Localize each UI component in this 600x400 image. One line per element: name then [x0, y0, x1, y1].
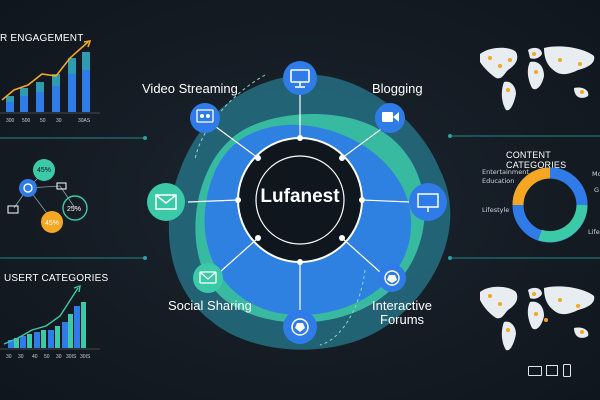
people-screen-icon [190, 103, 220, 133]
tick: 30AS [78, 118, 91, 124]
laptop-icon [528, 366, 542, 376]
bubble [33, 159, 55, 181]
tick: 30 [56, 354, 62, 360]
label-lifestyle: Lifestyle [482, 206, 510, 214]
tick: 500 [22, 118, 31, 124]
label-interactive-forums-1: Interactive [372, 298, 432, 313]
label-blogging: Blogging [372, 81, 423, 96]
world-map-top [480, 46, 595, 111]
label-video-streaming: Video Streaming [142, 81, 238, 96]
bubble [41, 211, 63, 233]
bubble-graphic: 45% 25% 45% [7, 159, 88, 233]
label-entertainment: Entertainment [482, 168, 529, 176]
label-interactive-forums-2: Forums [380, 312, 425, 327]
tick: 50 [44, 354, 50, 360]
presentation-icon [409, 183, 447, 221]
bar [48, 330, 54, 348]
label-social-sharing: Social Sharing [168, 298, 252, 313]
phone-icon [563, 364, 571, 377]
tick: 40 [32, 354, 38, 360]
tick: 300 [6, 118, 15, 124]
user-categories-title: USERT CATEGORIES [4, 273, 109, 284]
message-icon [193, 263, 223, 293]
bar [8, 340, 14, 348]
bar [20, 336, 26, 348]
bubble-value: 25% [67, 206, 81, 213]
bar [34, 332, 40, 348]
label-life: Life [588, 228, 600, 236]
label-mo: Mo [592, 170, 600, 178]
tick: 30IS [66, 354, 77, 360]
world-map-bottom [480, 286, 595, 351]
bar [62, 322, 68, 348]
tick: 30 [18, 354, 24, 360]
tick: 30IS [80, 354, 91, 360]
tick: 30 [6, 354, 12, 360]
label-g: G [594, 186, 600, 194]
bubble [62, 195, 88, 221]
hub-title: Lufanest [260, 186, 340, 207]
envelope-icon [147, 183, 185, 221]
bubble-value: 45% [37, 167, 51, 174]
label-education: Education [482, 177, 515, 185]
tick: 50 [40, 118, 46, 124]
tick: 30 [56, 118, 62, 124]
engagement-chart: 300 500 50 30 30AS [0, 40, 100, 124]
trend-line [1, 41, 89, 101]
monitor-icon [283, 61, 317, 95]
content-donut [512, 167, 588, 243]
bubble-value: 45% [45, 220, 59, 227]
engagement-title: R ENGAGEMENT [0, 33, 84, 44]
trend-line [3, 287, 79, 345]
bar [74, 306, 80, 348]
node-icons [147, 61, 447, 344]
content-categories-title: CONTENT CATEGORIES [506, 150, 567, 170]
user-categories-chart: 30 30 40 50 30 30IS 30IS [0, 284, 100, 360]
bubble [19, 179, 37, 197]
monitor-small-icon [546, 365, 558, 376]
